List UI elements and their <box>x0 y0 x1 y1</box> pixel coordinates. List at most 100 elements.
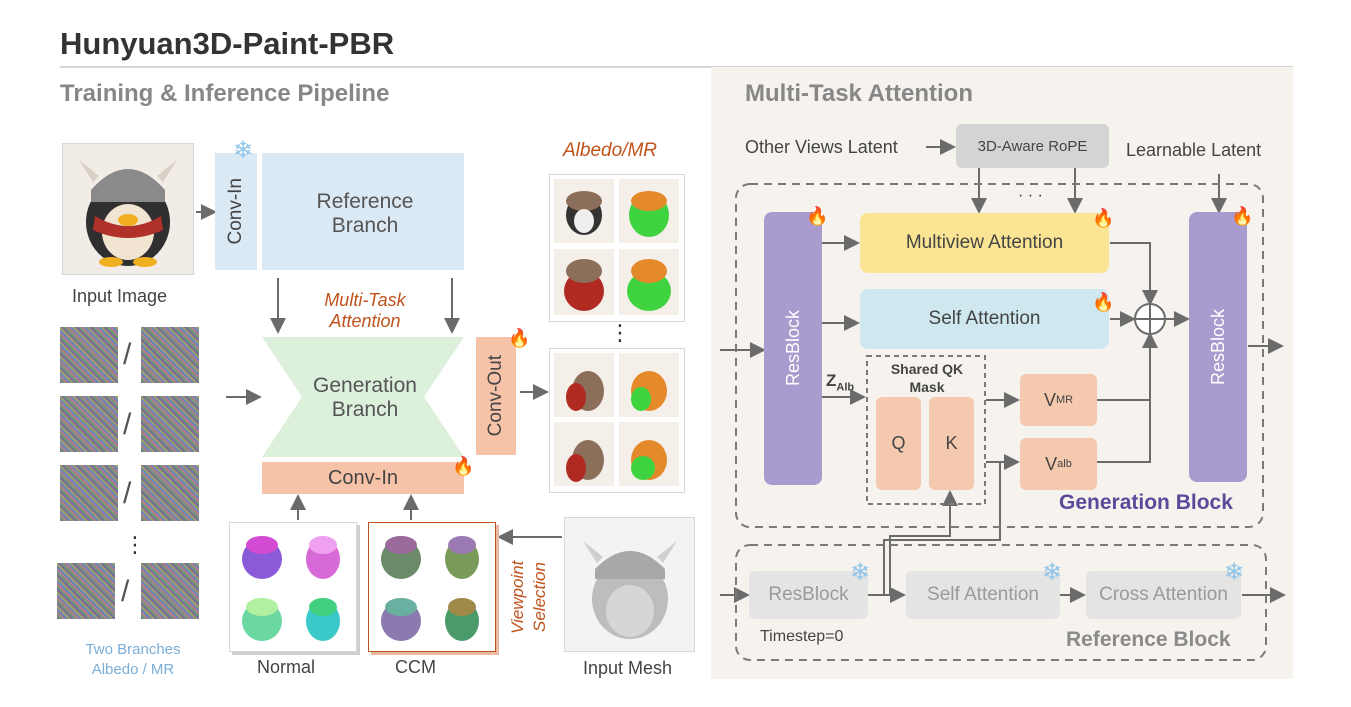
normal-thumbnail <box>295 589 352 646</box>
noise-latent <box>60 327 118 383</box>
normal-map-grid <box>229 522 357 652</box>
two-branches-caption: Two Branches Albedo / MR <box>58 640 208 680</box>
mta-section-title: Multi-Task Attention <box>745 80 973 107</box>
multiview-attention-block: Multiview Attention <box>860 213 1109 273</box>
conv-out-block: Conv-Out <box>476 337 516 455</box>
z-letter: Z <box>826 371 837 390</box>
mr-thumbnail <box>619 422 679 486</box>
input-image <box>62 143 194 275</box>
resblock-right-label: ResBlock <box>1207 308 1228 386</box>
snowflake-icon: ❄ <box>1224 559 1245 586</box>
mr-thumbnail <box>619 353 679 417</box>
generation-branch-shape <box>262 337 464 457</box>
albedo-thumbnail <box>554 353 614 417</box>
slash-separator: / <box>123 408 132 441</box>
two-branches-line: Two Branches <box>85 641 181 658</box>
slash-separator: / <box>123 338 132 371</box>
generation-block-label: Generation Block <box>1059 491 1233 514</box>
noise-latent <box>60 396 118 452</box>
z-albedo-label: ZAlb <box>826 371 854 393</box>
generation-branch-label: Generation Branch <box>313 374 417 421</box>
conv-in-top-label: Conv-In <box>225 178 246 245</box>
flame-icon: 🔥 <box>508 328 531 348</box>
cross-attention-block: Cross Attention <box>1086 571 1241 619</box>
noise-latent <box>57 563 115 619</box>
reference-block-label: Reference Block <box>1066 628 1231 651</box>
noise-latent <box>141 563 199 619</box>
viewpoint-selection-label: Viewpoint Selection <box>505 543 553 651</box>
q-block: Q <box>876 397 921 490</box>
input-mesh-label: Input Mesh <box>583 658 673 678</box>
other-views-latent-label: Other Views Latent <box>745 137 898 157</box>
page-title: Hunyuan3D-Paint-PBR <box>60 26 395 61</box>
v-letter: V <box>1043 389 1056 410</box>
reference-branch-shape <box>262 153 464 270</box>
output-grid-bottom <box>549 348 685 493</box>
conv-out-label: Conv-Out <box>485 355 506 437</box>
normal-thumbnail <box>295 527 352 584</box>
noise-latent <box>141 327 199 383</box>
slash-separator: / <box>121 575 130 608</box>
resblock-right: ResBlock <box>1189 212 1247 482</box>
z-subscript: Alb <box>836 381 855 394</box>
snowflake-icon: ❄ <box>233 137 254 164</box>
flame-icon: 🔥 <box>1092 292 1115 312</box>
reference-branch-label: Reference Branch <box>316 190 414 237</box>
normal-thumbnail <box>234 589 291 646</box>
flame-icon: 🔥 <box>452 456 475 476</box>
learnable-latent-label: Learnable Latent <box>1126 140 1262 160</box>
shared-qk-mask-label: Shared QK Mask <box>890 361 964 395</box>
ccm-thumbnail <box>373 527 430 584</box>
v-mr-subscript: MR <box>1055 394 1074 406</box>
multi-task-attention-label: Multi-Task Attention <box>324 290 406 331</box>
flame-icon: 🔥 <box>1092 208 1115 228</box>
v-letter: V <box>1045 453 1058 474</box>
resblock-left-label: ResBlock <box>782 310 803 387</box>
mr-thumbnail <box>619 179 679 243</box>
ccm-map-grid <box>368 522 496 652</box>
normal-label: Normal <box>257 657 316 677</box>
flame-icon: 🔥 <box>806 206 829 226</box>
title-divider <box>60 66 1293 68</box>
ref-self-attention: Self Attention <box>906 571 1060 619</box>
albedo-thumbnail <box>554 249 614 315</box>
flame-icon: 🔥 <box>1231 206 1254 226</box>
gray-mesh-render <box>582 540 677 639</box>
more-dots: ⋮ <box>609 320 631 345</box>
noise-latent <box>141 465 199 521</box>
penguin-knight-illustration <box>79 160 177 267</box>
ccm-thumbnail <box>434 589 491 646</box>
timestep-label: Timestep=0 <box>760 628 844 645</box>
conv-in-bottom-block: Conv-In <box>262 462 464 494</box>
albedo-mr-label: Albedo/MR <box>563 140 657 161</box>
ccm-label: CCM <box>395 657 436 677</box>
rope-block: 3D-Aware RoPE <box>956 124 1109 168</box>
more-dots: · · · <box>1018 187 1043 204</box>
k-block: K <box>929 397 974 490</box>
albedo-thumbnail <box>554 422 614 486</box>
albedo-thumbnail <box>554 179 614 243</box>
v-alb-subscript: alb <box>1057 458 1072 470</box>
snowflake-icon: ❄ <box>850 559 871 586</box>
mr-thumbnail <box>619 249 679 315</box>
ccm-thumbnail <box>373 589 430 646</box>
slash-separator: / <box>123 477 132 510</box>
noise-latent <box>141 396 199 452</box>
albedo-mr-line: Albedo / MR <box>91 661 175 678</box>
more-dots: ⋮ <box>124 532 146 557</box>
conv-in-top-block: Conv-In <box>215 153 257 270</box>
input-image-label: Input Image <box>72 286 168 306</box>
noise-latent <box>60 465 118 521</box>
ref-resblock: ResBlock <box>749 571 868 619</box>
self-attention-block: Self Attention <box>860 289 1109 349</box>
snowflake-icon: ❄ <box>1042 559 1063 586</box>
ccm-thumbnail <box>434 527 491 584</box>
input-mesh <box>564 517 695 652</box>
pipeline-section-title: Training & Inference Pipeline <box>60 80 390 107</box>
resblock-left: ResBlock <box>764 212 822 485</box>
normal-thumbnail <box>234 527 291 584</box>
viewpoint-selection-text: Viewpoint Selection <box>508 560 549 634</box>
